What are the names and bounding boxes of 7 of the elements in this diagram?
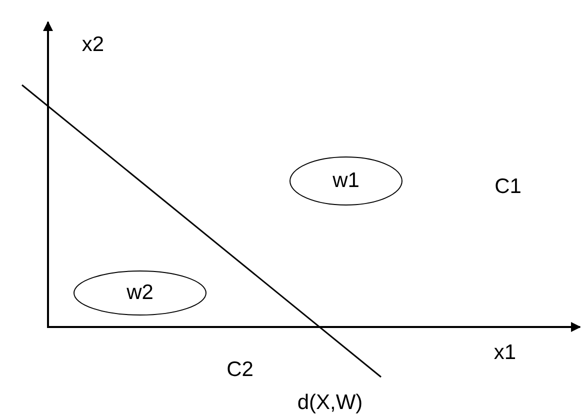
axis-label: x2	[82, 33, 104, 57]
boundary-label: d(X,W)	[297, 391, 363, 415]
class-label: C2	[226, 358, 254, 382]
cluster-ellipse: w2	[73, 270, 207, 316]
axis-label: x1	[494, 341, 516, 365]
class-label: C1	[494, 175, 522, 199]
cluster-ellipse: w1	[289, 156, 403, 206]
